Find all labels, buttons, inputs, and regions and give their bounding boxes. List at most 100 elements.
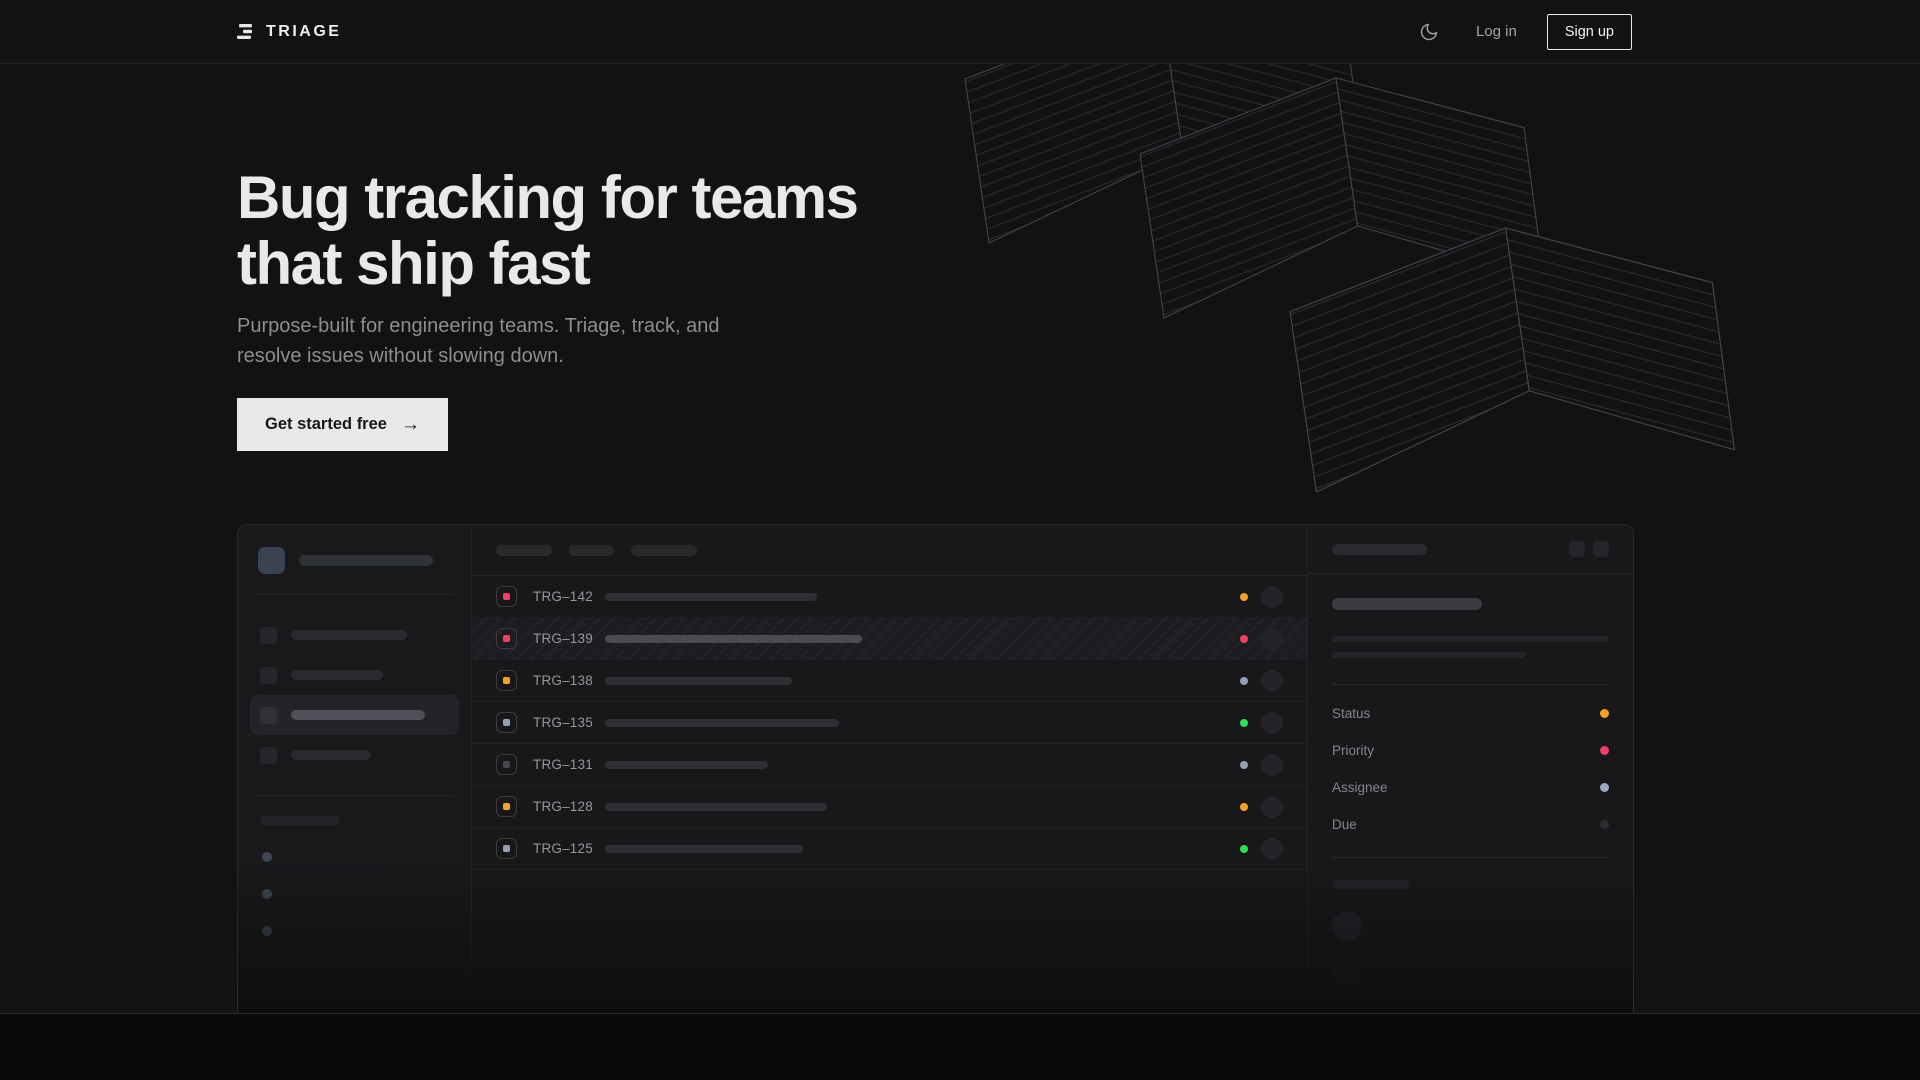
hero-title-line2: that ship fast xyxy=(237,230,591,298)
avatar xyxy=(1261,837,1283,860)
issue-id: TRG–131 xyxy=(533,757,593,772)
status-dot xyxy=(1240,718,1248,727)
label-dot xyxy=(262,926,272,936)
avatar xyxy=(1332,959,1362,989)
panel-action-icon xyxy=(1569,541,1585,557)
workspace-avatar xyxy=(258,547,285,574)
divider xyxy=(1332,857,1609,858)
status-dot xyxy=(1240,802,1248,811)
issue-id: TRG–138 xyxy=(533,673,593,688)
field-value-dot xyxy=(1600,820,1609,829)
skeleton-pill xyxy=(1332,880,1410,889)
field-label: Due xyxy=(1332,817,1357,832)
field-value-dot xyxy=(1600,746,1609,755)
triage-logo-icon xyxy=(237,24,252,39)
issue-row: TRG–139 xyxy=(472,618,1307,660)
detail-field-row: Assignee xyxy=(1332,769,1609,806)
hero-section: Bug tracking for teams that ship fast Pu… xyxy=(0,63,1920,1014)
skeleton-bar xyxy=(605,676,792,685)
issue-type-icon xyxy=(496,754,517,775)
issue-id: TRG–142 xyxy=(533,589,593,604)
avatar xyxy=(1261,711,1283,734)
arrow-right-icon: → xyxy=(400,413,420,435)
brand-logo: TRIAGE xyxy=(237,23,341,41)
login-link[interactable]: Log in xyxy=(1475,23,1517,40)
avatar xyxy=(1261,585,1283,608)
footer-band xyxy=(0,1014,1920,1080)
get-started-label: Get started free xyxy=(265,415,387,433)
issue-row: TRG–142 xyxy=(472,576,1307,618)
issue-id: TRG–128 xyxy=(533,799,593,814)
skeleton-bar xyxy=(605,718,839,727)
field-label: Priority xyxy=(1332,743,1375,758)
issue-row: TRG–135 xyxy=(472,702,1307,744)
skeleton-bar xyxy=(605,592,817,601)
issue-id: TRG–135 xyxy=(533,715,593,730)
issue-list-rows: TRG–142 TRG–139 TRG–138 TRG–135 xyxy=(472,576,1307,870)
label-dot xyxy=(262,852,272,862)
sidebar-nav-item xyxy=(250,615,459,655)
issue-list-header xyxy=(472,525,1307,576)
avatar xyxy=(1261,795,1283,818)
issue-id: TRG–125 xyxy=(533,841,593,856)
skeleton-title xyxy=(1332,598,1482,610)
status-dot xyxy=(1240,760,1248,769)
avatar xyxy=(1332,911,1362,941)
detail-fields: Status Priority Assignee Due xyxy=(1332,695,1609,843)
nav-item-icon xyxy=(260,746,277,764)
label-dot xyxy=(262,889,272,899)
field-label: Assignee xyxy=(1332,780,1388,795)
theme-toggle-button[interactable] xyxy=(1412,15,1446,49)
skeleton-bar xyxy=(605,634,862,643)
issue-row: TRG–138 xyxy=(472,660,1307,702)
wireframe-decoration xyxy=(964,63,1735,493)
divider xyxy=(254,795,455,796)
issue-row: TRG–125 xyxy=(472,828,1307,870)
issue-type-icon xyxy=(496,586,517,607)
issue-type-icon xyxy=(496,628,517,649)
divider xyxy=(1332,684,1609,685)
skeleton-pill xyxy=(291,750,371,760)
issue-row: TRG–131 xyxy=(472,744,1307,786)
get-started-button[interactable]: Get started free → xyxy=(237,398,448,451)
skeleton-pill xyxy=(1332,543,1427,555)
skeleton-pill xyxy=(260,816,340,825)
issue-type-icon xyxy=(496,838,517,859)
workspace-row xyxy=(258,547,471,574)
panel-action-icon xyxy=(1593,541,1609,557)
skeleton-pill xyxy=(631,544,697,556)
detail-panel-header xyxy=(1308,525,1633,574)
app-mockup: TRG–142 TRG–139 TRG–138 TRG–135 xyxy=(237,524,1634,1013)
issue-row: TRG–128 xyxy=(472,786,1307,828)
divider xyxy=(254,594,455,595)
status-dot xyxy=(1240,676,1248,685)
skeleton-pill xyxy=(291,630,407,640)
hero-title-line1: Bug tracking for teams xyxy=(237,164,859,232)
avatar xyxy=(1261,753,1283,776)
sidebar-nav-item xyxy=(250,735,459,775)
detail-field-row: Due xyxy=(1332,806,1609,843)
issue-list: TRG–142 TRG–139 TRG–138 TRG–135 xyxy=(472,525,1307,1013)
skeleton-pill xyxy=(496,544,552,556)
skeleton-pill xyxy=(569,544,614,556)
hero-title: Bug tracking for teams that ship fast xyxy=(237,164,859,298)
mockup-sidebar xyxy=(238,525,472,1013)
field-label: Status xyxy=(1332,706,1371,721)
hero-subtitle: Purpose-built for engineering teams. Tri… xyxy=(237,315,720,367)
skeleton-bar xyxy=(605,802,827,811)
skeleton-line xyxy=(1332,652,1526,658)
sidebar-nav-item-active xyxy=(250,695,459,735)
status-dot xyxy=(1240,844,1248,853)
issue-detail-panel: Status Priority Assignee Due xyxy=(1307,525,1633,1013)
sidebar-nav-item xyxy=(250,655,459,695)
skeleton-pill xyxy=(291,710,425,720)
nav-item-icon xyxy=(260,626,277,644)
moon-icon xyxy=(1420,23,1438,40)
status-dot xyxy=(1240,592,1248,601)
skeleton-pill xyxy=(299,555,433,566)
nav-item-icon xyxy=(260,706,277,724)
detail-field-row: Priority xyxy=(1332,732,1609,769)
issue-type-icon xyxy=(496,796,517,817)
signup-button[interactable]: Sign up xyxy=(1546,13,1632,50)
issue-type-icon xyxy=(496,712,517,733)
